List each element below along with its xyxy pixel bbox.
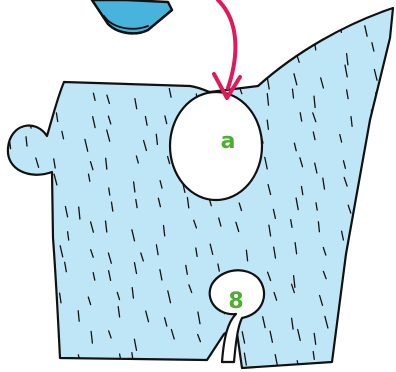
- texture-stroke: [36, 65, 37, 74]
- texture-stroke: [322, 26, 324, 37]
- texture-stroke: [93, 54, 95, 65]
- tool-group: [92, 0, 172, 33]
- texture-stroke: [29, 320, 32, 328]
- texture-stroke: [36, 360, 37, 370]
- texture-stroke: [41, 339, 43, 346]
- texture-stroke: [185, 363, 188, 372]
- texture-stroke: [56, 53, 59, 64]
- texture-stroke: [6, 206, 9, 216]
- texture-stroke: [55, 336, 56, 344]
- texture-stroke: [53, 309, 55, 317]
- texture-stroke: [260, 44, 262, 55]
- texture-stroke: [8, 28, 10, 36]
- texture-stroke: [159, 362, 161, 372]
- texture-stroke: [35, 200, 38, 211]
- texture-stroke: [42, 218, 44, 226]
- texture-stroke: [375, 230, 376, 238]
- texture-stroke: [33, 253, 34, 261]
- texture-stroke: [290, 32, 292, 41]
- texture-stroke: [159, 68, 161, 75]
- texture-stroke: [191, 48, 194, 55]
- lower-hole-label: 8: [228, 289, 243, 314]
- texture-stroke: [33, 27, 36, 34]
- texture-stroke: [0, 314, 2, 325]
- curved-arrow-icon: [214, 0, 240, 98]
- texture-stroke: [89, 21, 91, 31]
- texture-stroke: [13, 114, 15, 121]
- texture-stroke: [353, 246, 355, 257]
- texture-stroke: [371, 336, 374, 345]
- texture-stroke: [243, 25, 246, 33]
- texture-stroke: [42, 265, 43, 273]
- texture-stroke: [37, 88, 38, 98]
- texture-stroke: [116, 73, 118, 81]
- texture-stroke: [394, 115, 395, 125]
- texture-stroke: [7, 328, 10, 338]
- texture-stroke: [370, 153, 372, 163]
- texture-stroke: [189, 69, 192, 79]
- texture-stroke: [8, 350, 11, 358]
- texture-stroke: [353, 331, 356, 343]
- texture-stroke: [219, 362, 221, 372]
- texture-stroke: [369, 141, 371, 150]
- texture-stroke: [7, 242, 9, 252]
- texture-stroke: [349, 272, 351, 284]
- texture-stroke: [366, 314, 368, 324]
- texture-stroke: [379, 174, 381, 183]
- texture-stroke: [394, 267, 396, 275]
- texture-stroke: [133, 48, 136, 58]
- texture-stroke: [374, 244, 375, 253]
- upper-hole: [170, 92, 262, 200]
- texture-stroke: [372, 265, 375, 273]
- texture-stroke: [1, 91, 4, 100]
- texture-stroke: [160, 55, 162, 62]
- texture-stroke: [36, 180, 37, 191]
- texture-stroke: [215, 54, 217, 64]
- texture-stroke: [390, 166, 392, 176]
- texture-stroke: [375, 208, 377, 217]
- texture-stroke: [56, 353, 58, 364]
- texture-stroke: [33, 292, 34, 300]
- texture-stroke: [30, 45, 31, 56]
- texture-stroke: [6, 230, 9, 241]
- texture-stroke: [55, 93, 56, 102]
- texture-stroke: [113, 42, 115, 51]
- texture-stroke: [131, 76, 132, 83]
- texture-stroke: [13, 66, 14, 74]
- texture-stroke: [4, 187, 7, 195]
- texture-stroke: [352, 296, 355, 307]
- texture-stroke: [61, 26, 64, 34]
- texture-stroke: [391, 47, 393, 55]
- texture-stroke: [266, 25, 269, 32]
- texture-stroke: [189, 28, 191, 38]
- texture-stroke: [245, 71, 247, 83]
- texture-stroke: [368, 291, 369, 303]
- texture-stroke: [12, 275, 15, 282]
- texture-stroke: [7, 54, 9, 63]
- upper-hole-label: a: [221, 129, 236, 154]
- texture-stroke: [352, 352, 353, 360]
- texture-stroke: [211, 34, 213, 43]
- texture-stroke: [60, 70, 63, 77]
- texture-stroke: [392, 353, 395, 364]
- texture-stroke: [376, 359, 378, 369]
- texture-stroke: [340, 316, 341, 327]
- texture-stroke: [158, 26, 159, 38]
- texture-stroke: [8, 297, 9, 309]
